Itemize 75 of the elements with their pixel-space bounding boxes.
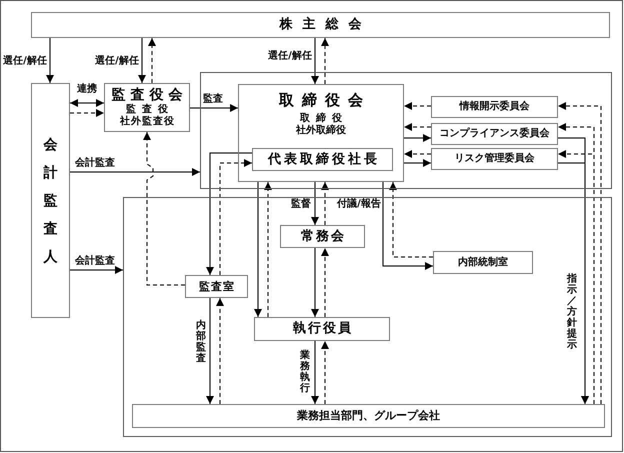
arrow xyxy=(382,182,434,270)
edge-label: 連携 xyxy=(77,83,97,95)
process-box xyxy=(252,148,393,171)
node-title: 執行役員 xyxy=(293,321,353,337)
process-box xyxy=(31,83,70,318)
process-box xyxy=(431,148,558,170)
process-box xyxy=(31,12,610,38)
node-title: リスク管理委員会 xyxy=(454,153,534,165)
process-box xyxy=(433,251,533,274)
arrow xyxy=(311,38,319,84)
arrow xyxy=(404,159,432,167)
process-box xyxy=(132,404,605,428)
group-panel xyxy=(200,72,612,189)
node-title: 業務担当部門、グループ会社 xyxy=(297,409,440,423)
arrow xyxy=(389,182,434,258)
arrow xyxy=(321,340,329,404)
arrow xyxy=(321,182,329,226)
node-title: 監査役会 xyxy=(112,87,188,104)
arrow xyxy=(404,150,432,158)
arrow xyxy=(70,109,104,117)
arrow xyxy=(311,182,319,226)
arrow xyxy=(216,298,224,404)
arrow xyxy=(143,132,186,286)
node-title: 会計監査人 xyxy=(44,136,58,266)
node-subtitle: 社外取締役 xyxy=(296,125,346,137)
edge-label: 監督 xyxy=(291,198,311,210)
group-panel xyxy=(123,197,612,437)
process-box xyxy=(431,96,558,118)
node-subtitle: 社外監査役 xyxy=(120,116,175,128)
node-title: 情報開示委員会 xyxy=(460,101,530,113)
edge-label: 選任/解任 xyxy=(268,50,312,62)
arrow xyxy=(138,38,146,84)
edge-label: 業務執行 xyxy=(300,350,310,394)
arrow xyxy=(311,248,319,318)
arrow xyxy=(220,159,252,276)
arrow xyxy=(206,298,214,404)
arrow xyxy=(558,102,602,404)
edge-label: 選任/解任 xyxy=(3,55,47,67)
node-subtitle: 監査役 xyxy=(126,104,174,116)
arrow xyxy=(311,340,319,404)
edge-label: 付議/報告 xyxy=(337,198,381,210)
arrow xyxy=(70,168,200,176)
edge-label: 選任/解任 xyxy=(95,55,139,67)
arrow xyxy=(404,123,432,131)
arrow xyxy=(321,248,329,318)
arrow xyxy=(254,182,262,318)
node-title: 取締役会 xyxy=(279,91,371,109)
process-box xyxy=(104,83,190,132)
node-title: コンプライアンス委員会 xyxy=(440,128,550,140)
arrow xyxy=(404,102,432,110)
node-title: 株主総会 xyxy=(280,17,372,33)
edge-label: 監査 xyxy=(203,93,223,105)
arrow xyxy=(206,152,252,276)
process-box xyxy=(254,317,390,341)
node-title: 代表取締役社長 xyxy=(268,152,380,168)
node-title: 監査室 xyxy=(199,280,235,294)
node-title: 内部統制室 xyxy=(458,256,508,268)
arrow xyxy=(190,104,238,112)
process-box xyxy=(185,275,248,298)
edge-label: 指示／方針提示 xyxy=(567,274,577,350)
arrow xyxy=(148,38,156,84)
process-box xyxy=(238,84,404,182)
arrow xyxy=(70,99,104,107)
arrow xyxy=(321,38,329,84)
edge-label: 会計監査 xyxy=(75,255,115,267)
process-box xyxy=(280,225,365,248)
edge-label: 会計監査 xyxy=(75,157,115,169)
arrow xyxy=(264,182,272,318)
arrow xyxy=(46,38,54,84)
node-subtitle: 取締役 xyxy=(300,113,348,124)
edge-label: 内部監査 xyxy=(196,320,206,364)
arrow xyxy=(70,266,124,274)
process-box xyxy=(431,123,558,145)
node-title: 常務会 xyxy=(301,228,346,244)
arrow xyxy=(404,134,432,142)
